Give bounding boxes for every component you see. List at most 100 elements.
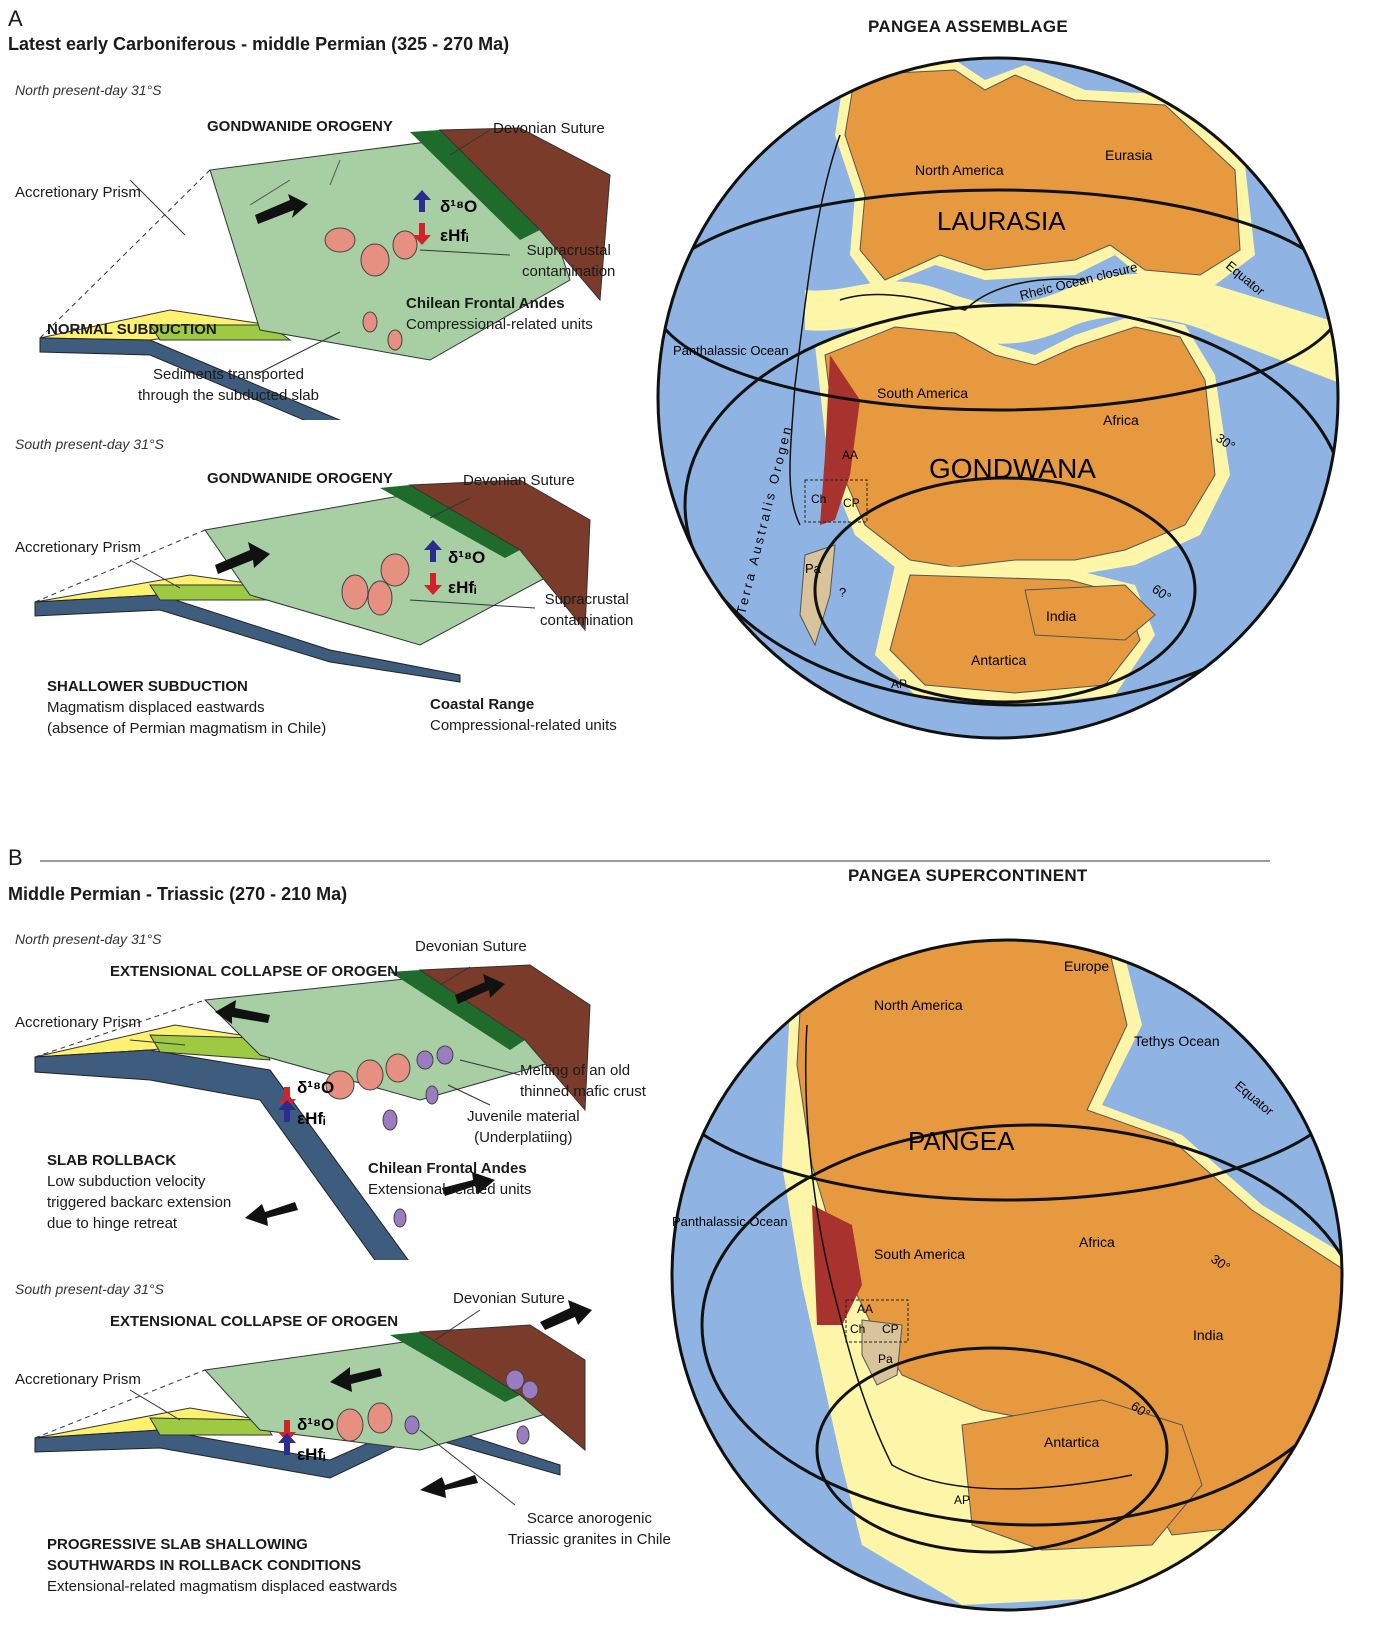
b-north-region: Chilean Frontal Andes [368,1158,531,1179]
a-north-suture: Devonian Suture [493,118,605,139]
b-north-melt: Melting of an old thinned mafic crust [520,1060,646,1102]
a-map-eurasia: Eurasia [1105,147,1153,163]
a-north-sed-2: through the subducted slab [138,385,319,406]
a-map-africa: Africa [1103,412,1139,428]
b-south-block-diagram: δ¹⁸O εHfᵢ [0,1300,680,1520]
a-map-antartica: Antartica [971,652,1026,668]
b-north-suture: Devonian Suture [415,936,527,957]
b-map-europe: Europe [1064,958,1109,974]
laurasia-continent [845,70,1240,280]
section-divider [40,860,1270,862]
a-map-gondwana: GONDWANA [929,453,1096,484]
panel-b-letter: B [8,845,23,871]
a-south-contam: Supracrustal contamination [540,589,633,631]
a-map-south-america: South America [877,385,968,401]
b-north-melt-1: Melting of an old [520,1060,646,1081]
b-south-scarce-2: Triassic granites in Chile [508,1529,671,1550]
b-map-panthalassic: Panthalassic Ocean [672,1214,788,1229]
a-north-subduction: NORMAL SUBDUCTION [47,321,217,338]
a-map-q: ? [839,585,846,600]
a-south-region-block: Coastal Range Compressional-related unit… [430,694,617,736]
b-north-region-block: Chilean Frontal Andes Extensional relate… [368,1158,531,1200]
slab-arrow-left [245,1202,298,1226]
b-north-roll-2: triggered backarc extension [47,1192,231,1213]
b-south-scarce-1: Scarce anorogenic [508,1508,671,1529]
b-south-prog-1: PROGRESSIVE SLAB SHALLOWING [47,1534,397,1555]
b-map-south-america: South America [874,1246,965,1262]
a-south-region: Coastal Range [430,694,617,715]
a-south-subduction: SHALLOWER SUBDUCTION [47,676,326,697]
a-north-sed-1: Sediments transported [138,364,319,385]
a-south-prism: Accretionary Prism [15,537,141,558]
b-map-pangea: PANGEA [908,1126,1015,1156]
b-south-subtitle: South present-day 31°S [15,1281,164,1297]
b-map-cp: CP [882,1322,899,1336]
a-north-contam-1: Supracrustal [522,240,615,261]
b-south-prism: Accretionary Prism [15,1369,141,1390]
b-north-rollback: SLAB ROLLBACK [47,1150,231,1171]
a-north-orogeny: GONDWANIDE OROGENY [207,118,393,135]
a-south-delta: δ¹⁸O [448,548,485,567]
b-south-prog-block: PROGRESSIVE SLAB SHALLOWING SOUTHWARDS I… [47,1534,397,1597]
a-south-contam-2: contamination [540,610,633,631]
b-map-pa: Pa [878,1352,893,1366]
a-north-region: Chilean Frontal Andes [406,293,593,314]
b-north-roll-3: due to hinge retreat [47,1213,231,1234]
a-south-region-sub: Compressional-related units [430,715,617,736]
a-south-contam-1: Supracrustal [540,589,633,610]
b-north-collapse: EXTENSIONAL COLLAPSE OF OROGEN [110,963,398,980]
b-globe: Europe North America Tethys Ocean Equato… [662,905,1367,1635]
a-north-sed: Sediments transported through the subduc… [138,364,319,406]
b-north-ehf: εHfᵢ [297,1109,325,1128]
b-south-suture: Devonian Suture [453,1288,565,1309]
b-south-ehf: εHfᵢ [297,1445,325,1464]
a-north-delta: δ¹⁸O [440,197,477,216]
a-north-ehf: εHfᵢ [440,226,468,245]
a-map-ch: Ch [811,492,826,506]
b-north-juv-2: (Underplatiing) [467,1127,580,1148]
a-map-cp: CP [843,496,860,510]
a-map-north-america: North America [915,162,1004,178]
a-north-contam-2: contamination [522,261,615,282]
b-map-aa: AA [857,1302,873,1316]
slab-arrow-left [420,1475,478,1498]
b-north-prism: Accretionary Prism [15,1012,141,1033]
panel-a-letter: A [8,6,23,32]
a-south-ehf: εHfᵢ [448,578,476,597]
b-map-ch: Ch [850,1322,865,1336]
b-south-prog-2: SOUTHWARDS IN ROLLBACK CONDITIONS [47,1555,397,1576]
a-north-contam: Supracrustal contamination [522,240,615,282]
b-south-delta: δ¹⁸O [297,1415,334,1434]
gondwana-continent [825,327,1215,567]
b-north-juv-1: Juvenile material [467,1106,580,1127]
b-map-title: PANGEA SUPERCONTINENT [848,866,1088,886]
b-map-africa: Africa [1079,1234,1115,1250]
a-map-panthalassic: Panthalassic Ocean [673,343,789,358]
b-north-juv: Juvenile material (Underplatiing) [467,1106,580,1148]
b-south-collapse: EXTENSIONAL COLLAPSE OF OROGEN [110,1313,398,1330]
b-north-rollback-block: SLAB ROLLBACK Low subduction velocity tr… [47,1150,231,1234]
a-globe: North America Eurasia LAURASIA Equator R… [655,55,1365,765]
a-map-aa: AA [842,448,858,462]
leader-juvenile [448,1085,490,1105]
panel-b-title: Middle Permian - Triassic (270 - 210 Ma) [8,884,347,905]
b-north-delta: δ¹⁸O [297,1078,334,1097]
a-south-suture: Devonian Suture [463,470,575,491]
a-south-block-diagram: δ¹⁸O εHfᵢ [0,470,680,700]
b-south-prog-3: Extensional-related magmatism displaced … [47,1576,397,1597]
b-map-ap: AP [954,1493,970,1507]
b-north-melt-2: thinned mafic crust [520,1081,646,1102]
a-north-subtitle: North present-day 31°S [15,82,161,98]
a-south-mag-1: Magmatism displaced eastwards [47,697,326,718]
a-south-subtitle: South present-day 31°S [15,436,164,452]
a-map-title: PANGEA ASSEMBLAGE [868,17,1068,37]
b-map-north-america: North America [874,997,963,1013]
panel-a-title: Latest early Carboniferous - middle Perm… [8,34,509,55]
a-north-prism: Accretionary Prism [15,182,141,203]
a-map-pa: Pa [805,561,822,576]
a-south-sub-block: SHALLOWER SUBDUCTION Magmatism displaced… [47,676,326,739]
a-map-laurasia: LAURASIA [937,206,1066,236]
b-map-antartica: Antartica [1044,1434,1099,1450]
a-north-region-block: Chilean Frontal Andes Compressional-rela… [406,293,593,335]
a-north-region-sub: Compressional-related units [406,314,593,335]
